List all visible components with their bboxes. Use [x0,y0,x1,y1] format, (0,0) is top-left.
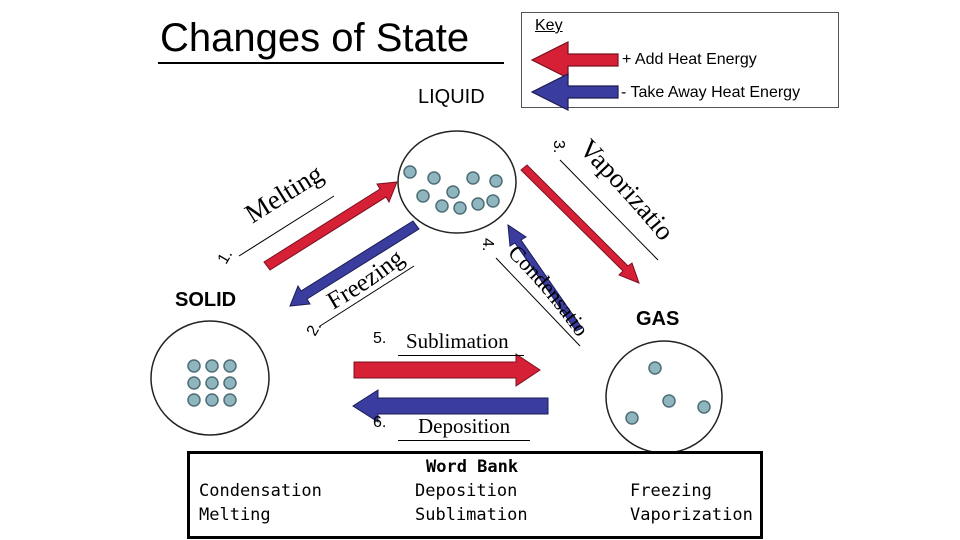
word-bank-item: Sublimation [415,505,528,525]
gas-label: GAS [636,308,680,330]
particle [435,199,449,213]
particle [662,394,676,408]
particle [223,376,237,390]
key-take-away-heat-label: - Take Away Heat Energy [621,84,801,101]
liquid-container [397,130,517,234]
key-red-arrow [530,41,619,79]
deposition-word: Deposition [418,414,511,438]
vaporization-number: 3. [550,140,567,153]
condensation-underline [495,257,581,347]
key-title: Key [535,17,563,34]
solid-container [150,320,270,436]
particle [453,201,467,215]
particle [446,185,460,199]
particle [697,400,711,414]
vaporization-word: Vaporization [0,0,680,246]
word-bank-item: Vaporization [630,505,753,525]
condensation-arrow [507,224,583,332]
particle [205,359,219,373]
particle [187,393,201,407]
title-underline [158,62,504,64]
key-blue-arrow [530,73,619,111]
particle [223,359,237,373]
sublimation-number: 5. [373,330,387,347]
melting-underline [238,195,335,257]
solid-label: SOLID [175,289,237,311]
freezing-arrow [289,220,420,307]
particle [471,197,485,211]
solid-particles [187,359,237,407]
particle [403,165,417,179]
gas-particles [625,361,711,425]
condensation-number: 4. [479,238,496,251]
word-bank-item: Condensation [199,481,322,501]
melting-word: Melting [239,158,327,229]
sublimation-arrow [353,353,541,387]
deposition-arrow [352,389,549,423]
particle [205,376,219,390]
sublimation-word: Sublimation [406,329,509,353]
freezing-underline [319,265,415,327]
liquid-label: LIQUID [418,86,485,108]
particle [223,393,237,407]
word-bank-item: Freezing [630,481,712,501]
sublimation-blank-line [398,355,524,356]
particle [416,189,430,203]
particle [466,171,480,185]
particle [187,376,201,390]
particle [625,411,639,425]
particle [427,171,441,185]
particle [486,194,500,208]
page-title: Changes of State [160,16,470,60]
particle [489,174,503,188]
melting-arrow [263,181,398,271]
word-bank-box [187,451,763,539]
key-add-heat-label: + Add Heat Energy [622,51,757,68]
particle [205,393,219,407]
deposition-blank-line [398,440,530,441]
melting-number: 1. [215,247,236,267]
freezing-number: 2. [304,319,325,339]
word-bank-title: Word Bank [426,457,519,477]
vaporization-underline [559,159,659,261]
key-box [521,12,839,108]
liquid-particles [403,165,503,215]
word-bank-item: Melting [199,505,271,525]
particle [187,359,201,373]
word-bank-item: Deposition [415,481,518,501]
deposition-number: 6. [373,414,387,431]
vaporization-arrow [520,164,640,284]
particle [648,361,662,375]
